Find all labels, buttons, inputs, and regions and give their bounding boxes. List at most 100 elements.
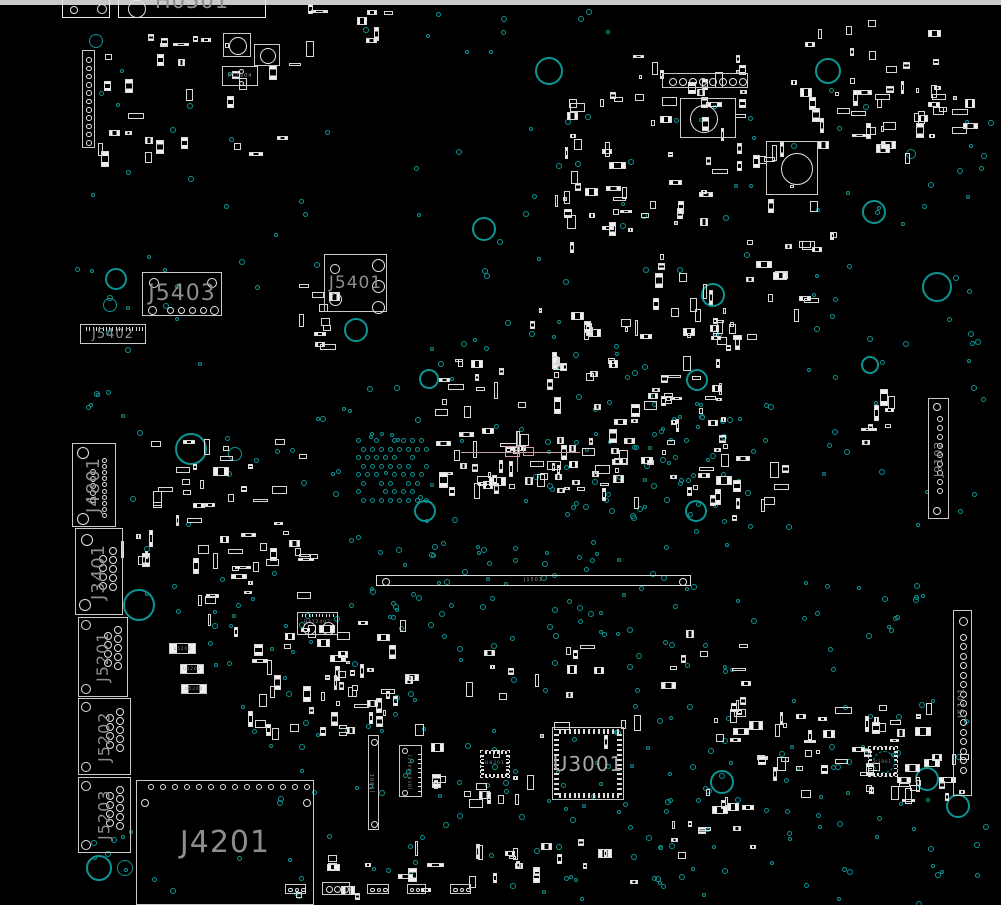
via — [387, 446, 393, 452]
component-can-c[interactable] — [680, 98, 736, 138]
pin-circle — [86, 107, 92, 113]
via — [880, 360, 886, 366]
silk-tick — [125, 327, 127, 331]
via — [396, 546, 403, 553]
component-j5403[interactable]: J5403 — [142, 272, 222, 316]
component-can-b[interactable] — [254, 44, 280, 66]
pin-tick — [481, 765, 484, 768]
pin-tick — [602, 729, 605, 734]
via — [577, 604, 584, 611]
via — [426, 34, 431, 39]
smd-part — [562, 196, 568, 202]
mounting-hole — [103, 298, 117, 312]
component-top-left-header[interactable] — [82, 50, 95, 148]
component-bottom-conn-1[interactable] — [285, 884, 306, 894]
component-jdebug4401[interactable]: JDEBUG4401 — [399, 745, 422, 797]
via — [448, 602, 454, 608]
component-j1501[interactable]: J1501 — [376, 575, 691, 586]
via — [90, 192, 95, 197]
smd-part — [199, 480, 204, 490]
component-j9102[interactable]: J9102 — [928, 398, 949, 519]
via — [572, 352, 579, 359]
component-j5401[interactable]: J5401 — [324, 254, 387, 314]
component-j4201[interactable]: J4201 — [136, 780, 314, 905]
smd-part — [355, 893, 361, 900]
smd-part — [290, 723, 300, 733]
smd-part — [868, 786, 874, 794]
via — [91, 840, 98, 847]
smd-part — [915, 713, 921, 720]
pin-circle — [114, 662, 122, 670]
component-bottom-conn-2[interactable] — [322, 882, 350, 895]
component-top-left-partial[interactable] — [62, 0, 110, 18]
smd-part — [299, 314, 305, 327]
via — [399, 626, 405, 632]
via — [473, 337, 478, 342]
component-pt2904[interactable]: PT2904 — [222, 66, 258, 86]
smd-part — [384, 11, 393, 16]
component-can-d[interactable] — [766, 141, 818, 195]
component-u5205[interactable]: U5205 — [180, 664, 204, 674]
smd-part — [668, 375, 682, 379]
component-j3401[interactable]: J3401 — [75, 528, 123, 615]
component-u8201[interactable]: U8201 — [480, 750, 510, 778]
pin-tick — [573, 729, 576, 734]
smd-part — [802, 241, 816, 250]
component-u3001[interactable]: U3001 — [552, 727, 624, 800]
component-can-a[interactable] — [223, 33, 251, 57]
component-bottom-conn-3[interactable] — [367, 884, 389, 894]
component-bottom-conn-5[interactable] — [450, 884, 471, 894]
smd-part — [631, 404, 640, 417]
via — [606, 763, 612, 769]
via — [389, 432, 394, 437]
component-j5201[interactable]: J5201 — [78, 617, 128, 697]
smd-part — [588, 438, 594, 446]
component-u3801[interactable]: U3801 — [868, 746, 898, 777]
via — [911, 826, 916, 831]
component-j5801[interactable]: J5801 — [368, 735, 379, 830]
via — [555, 162, 562, 169]
via — [965, 195, 970, 200]
smd-part — [723, 444, 729, 450]
component-j5202[interactable]: J5202 — [78, 698, 131, 775]
pin-circle — [101, 482, 107, 488]
mounting-hole — [922, 272, 952, 302]
via — [512, 768, 518, 774]
component-j5101[interactable]: J5101 — [953, 610, 972, 796]
smd-part — [614, 467, 619, 473]
pin-circle — [402, 790, 408, 796]
component-u5204[interactable]: U5204 — [181, 684, 207, 694]
via — [895, 713, 902, 720]
via — [370, 586, 375, 591]
silk-tick — [109, 327, 111, 331]
via — [401, 489, 406, 494]
via — [374, 438, 379, 443]
via — [545, 438, 552, 445]
component-bottom-conn-4[interactable] — [407, 884, 427, 894]
pin-circle — [196, 784, 202, 790]
component-h0501[interactable]: H0501 — [118, 0, 266, 18]
smd-part — [566, 111, 579, 120]
via — [684, 437, 690, 443]
component-top-header-h[interactable] — [662, 73, 748, 88]
component-j4801[interactable]: J4801 — [72, 443, 116, 527]
component-bat2402[interactable]: BAT2402 — [297, 612, 338, 635]
via — [414, 417, 421, 424]
pin-tick — [501, 774, 503, 777]
smd-part — [767, 198, 774, 213]
pin-circle — [86, 73, 92, 80]
smd-part — [560, 363, 568, 371]
pin-tick — [563, 729, 566, 734]
component-j5203[interactable]: J5203 — [78, 777, 131, 853]
via — [921, 203, 927, 209]
smd-part — [585, 373, 595, 381]
component-j5402[interactable]: J5402 — [80, 324, 146, 344]
pin-circle — [114, 644, 122, 652]
pin-tick — [578, 729, 581, 734]
component-u5206[interactable]: U5206 — [169, 643, 196, 654]
u3801-designator-label: U3801 — [873, 758, 893, 764]
smd-part — [325, 674, 331, 681]
pin-circle — [86, 90, 92, 96]
smd-part — [928, 101, 940, 107]
